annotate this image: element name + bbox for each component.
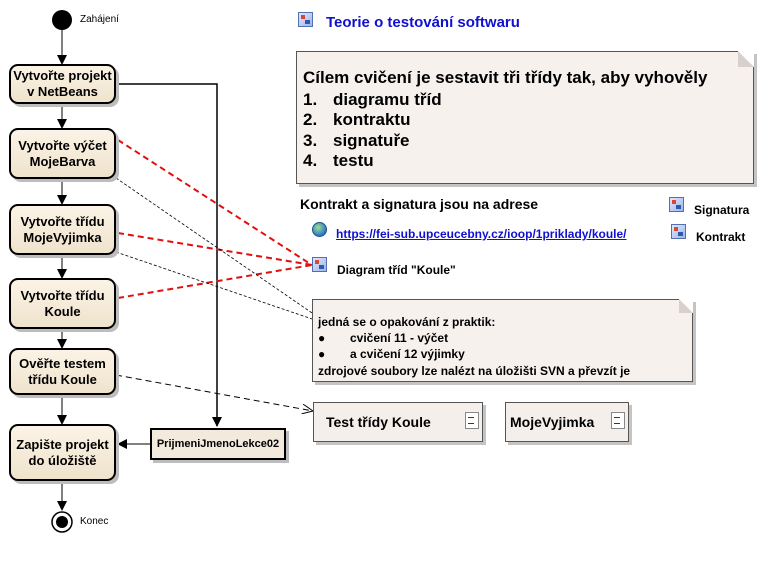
- object-flow: [116, 83, 222, 427]
- link-test-artifact: [115, 374, 313, 411]
- activity-commit-project[interactable]: Zapište projekt do úložiště: [9, 424, 116, 481]
- activity-create-exception[interactable]: Vytvořte třídu MojeVyjimka: [9, 204, 116, 255]
- globe-icon: [312, 222, 327, 237]
- pdf-document-icon: [611, 412, 625, 429]
- activity-create-koule[interactable]: Vytvořte třídu Koule: [9, 278, 116, 329]
- link-vyjimka-diagram: [117, 232, 313, 266]
- practice-note: jedná se o opakování z praktik: ●cvičení…: [312, 299, 693, 382]
- initial-node: [52, 10, 72, 30]
- goal-note: Cílem cvičení je sestavit tři třídy tak,…: [296, 51, 754, 184]
- note-fold: [679, 299, 693, 313]
- contract-heading: Kontrakt a signatura jsou na adrese: [300, 196, 539, 212]
- link-barva-note: [115, 177, 316, 316]
- link-kontrakt[interactable]: Kontrakt: [696, 230, 746, 244]
- activity-label: Vytvořte třídu Koule: [20, 287, 105, 319]
- hyperlink-signatura-icon: [669, 197, 684, 212]
- title-link[interactable]: Teorie o testování softwaru: [326, 14, 520, 31]
- hyperlink-class-diagram-icon: [312, 257, 327, 272]
- activity-label: Vytvořte výčet MojeBarva: [18, 137, 107, 169]
- goal-item-3: 3.signatuře: [303, 131, 410, 150]
- note-fold: [738, 51, 754, 67]
- class-diagram-link[interactable]: Diagram tříd "Koule": [337, 263, 456, 277]
- practice-bullet-1: ●cvičení 11 - výčet: [318, 331, 449, 345]
- artifact-label: Test třídy Koule: [326, 414, 431, 430]
- initial-label: Zahájení: [80, 14, 119, 25]
- link-signatura[interactable]: Signatura: [694, 203, 750, 217]
- activity-create-enum[interactable]: Vytvořte výčet MojeBarva: [9, 128, 116, 179]
- goal-item-2: 2.kontraktu: [303, 110, 411, 129]
- artifact-label: MojeVyjimka: [510, 414, 595, 430]
- object-node[interactable]: PrijmeniJmenoLekce02: [150, 428, 286, 460]
- link-vyjimka-note: [115, 251, 316, 321]
- artifact-test-koule[interactable]: Test třídy Koule: [313, 402, 483, 442]
- practice-bullet-2: ●a cvičení 12 výjimky: [318, 347, 465, 361]
- activity-label: Vytvořte třídu MojeVyjimka: [20, 213, 105, 245]
- goal-text: Cílem cvičení je sestavit tři třídy tak,…: [303, 68, 708, 87]
- link-barva-diagram: [117, 139, 313, 266]
- artifact-moje-vyjimka[interactable]: MojeVyjimka: [505, 402, 629, 442]
- activity-label: Ověřte testem třídu Koule: [19, 355, 106, 387]
- url-link[interactable]: https://fei-sub.upceucebny.cz/ioop/1prik…: [336, 227, 627, 241]
- goal-item-1: 1.diagramu tříd: [303, 90, 442, 109]
- goal-item-4: 4.testu: [303, 151, 374, 170]
- practice-text: jedná se o opakování z praktik:: [318, 315, 496, 329]
- pdf-document-icon: [465, 412, 479, 429]
- activity-label: Vytvořte projekt v NetBeans: [13, 68, 112, 99]
- link-koule-diagram: [117, 264, 313, 299]
- activity-label: Zapište projekt do úložiště: [16, 436, 109, 468]
- final-label: Konec: [80, 516, 109, 527]
- activity-create-project[interactable]: Vytvořte projekt v NetBeans: [9, 64, 116, 104]
- hyperlink-kontrakt-icon: [671, 224, 686, 239]
- hyperlink-diagram-icon: [298, 12, 313, 27]
- practice-text-2: zdrojové soubory lze nalézt na úložišti …: [318, 364, 631, 378]
- activity-test-koule[interactable]: Ověřte testem třídu Koule: [9, 348, 116, 395]
